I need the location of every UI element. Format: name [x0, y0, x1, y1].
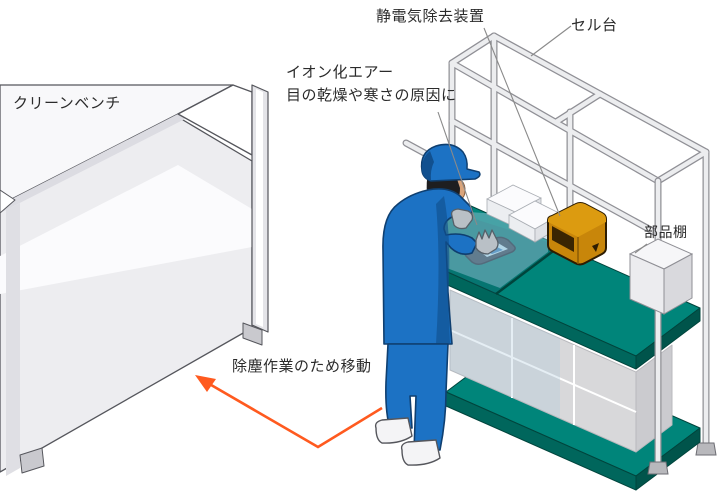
- label-ionized-air-line2: 目の乾燥や寒さの原因に: [286, 86, 457, 105]
- label-move-note: 除塵作業のため移動: [232, 357, 372, 375]
- leader-lines: [437, 25, 648, 254]
- parts-shelf-box: [628, 238, 694, 315]
- cell-stand-frame: [402, 32, 717, 456]
- worker-shoe-right: [400, 439, 441, 466]
- label-clean-bench: クリーンベンチ: [13, 94, 121, 112]
- clean-bench: [0, 84, 269, 476]
- leader-cell-stand: [530, 25, 572, 57]
- move-arrow-head: [195, 375, 216, 392]
- leader-ionized-air: [437, 111, 478, 226]
- label-ionized-air-line1: イオン化エアー: [286, 63, 394, 81]
- bench-foot-left: [19, 447, 45, 474]
- storage-boxes: [449, 289, 673, 453]
- leader-parts-shelf: [634, 243, 648, 254]
- frame-foot-back: [695, 442, 717, 456]
- label-ionized-air: イオン化エアー 目の乾燥や寒さの原因に: [286, 61, 457, 108]
- worker-glove-left: [475, 229, 499, 255]
- move-arrow: [195, 375, 383, 449]
- worker-glove-right: [450, 208, 474, 230]
- bench-foot-right: [242, 322, 263, 346]
- air-outlet-slot: [552, 226, 574, 252]
- worker-shoe-left: [374, 417, 413, 444]
- leader-static-eliminator: [483, 27, 561, 217]
- label-cell-stand: セル台: [571, 16, 618, 34]
- label-static-eliminator: 静電気除去装置: [376, 7, 485, 25]
- frame-front-post: [647, 177, 669, 475]
- static-eliminator-device: [547, 202, 607, 266]
- label-parts-shelf: 部品棚: [644, 225, 688, 241]
- worker-figure: [374, 143, 499, 466]
- frame-foot-front: [647, 461, 669, 475]
